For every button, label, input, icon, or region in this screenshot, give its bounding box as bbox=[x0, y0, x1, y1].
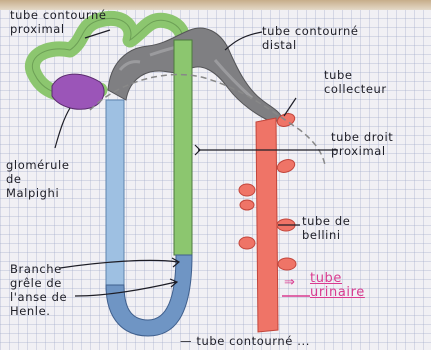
arrow-symbol: ⇒ bbox=[284, 276, 296, 290]
tube-droit-shape bbox=[174, 40, 192, 255]
glomerule-shape bbox=[52, 74, 104, 109]
label-tube-contourne-distal: tube contourné distal bbox=[262, 24, 359, 52]
label-tube-contourne-proximal: tube contourné proximal bbox=[10, 8, 107, 36]
label-tube-collecteur: tube collecteur bbox=[324, 68, 387, 96]
label-tube-droit-proximal: tube droit proximal bbox=[331, 130, 393, 158]
label-branche-grele: Branche grêle de l'anse de Henle. bbox=[10, 262, 67, 318]
label-cut-off-text: — tube contourné ... bbox=[180, 334, 310, 348]
label-tube-de-bellini: tube de bellini bbox=[302, 214, 350, 242]
label-tube-urinaire: tube urinaire bbox=[310, 272, 365, 300]
label-glomerule-de-malpighi: glomérule de Malpighi bbox=[6, 158, 70, 200]
annotation-leaders bbox=[55, 30, 338, 296]
